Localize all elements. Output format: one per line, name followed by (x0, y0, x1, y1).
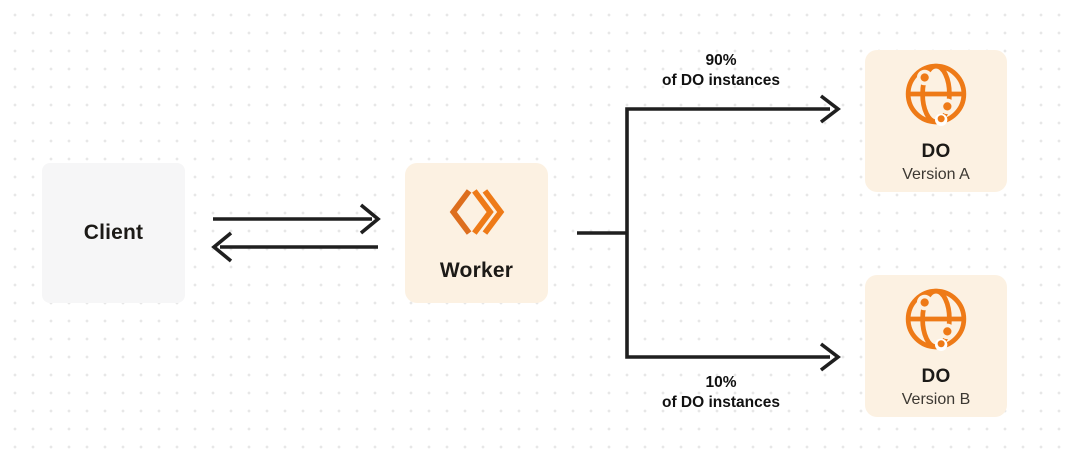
do-b-title: DO (921, 366, 951, 387)
do-a-subtitle: Version A (902, 166, 970, 183)
node-do-version-b: DO Version B (865, 275, 1007, 417)
do-b-subtitle: Version B (901, 391, 971, 408)
branch-top-caption: of DO instances (662, 72, 780, 89)
branch-top-percent: 90% (705, 52, 737, 69)
arrowhead-to-do-b (819, 342, 841, 372)
arrow-client-to-worker (213, 203, 381, 235)
node-do-version-a: DO Version A (865, 50, 1007, 192)
node-client: Client (42, 163, 185, 303)
globe-icon (903, 61, 969, 127)
worker-label: Worker (439, 259, 514, 282)
branch-connector (577, 94, 841, 372)
do-a-title: DO (921, 141, 951, 162)
node-worker: Worker (405, 163, 548, 303)
arrowhead-to-do-a (819, 94, 841, 124)
workers-chevron-icon (448, 186, 506, 238)
arrow-worker-to-client (211, 231, 378, 263)
globe-icon (903, 286, 969, 352)
client-label: Client (83, 221, 144, 244)
branch-label-10-percent: 10% of DO instances (662, 373, 780, 413)
branch-bottom-caption: of DO instances (662, 394, 780, 411)
branch-label-90-percent: 90% of DO instances (662, 51, 780, 91)
branch-bottom-percent: 10% (705, 374, 737, 391)
